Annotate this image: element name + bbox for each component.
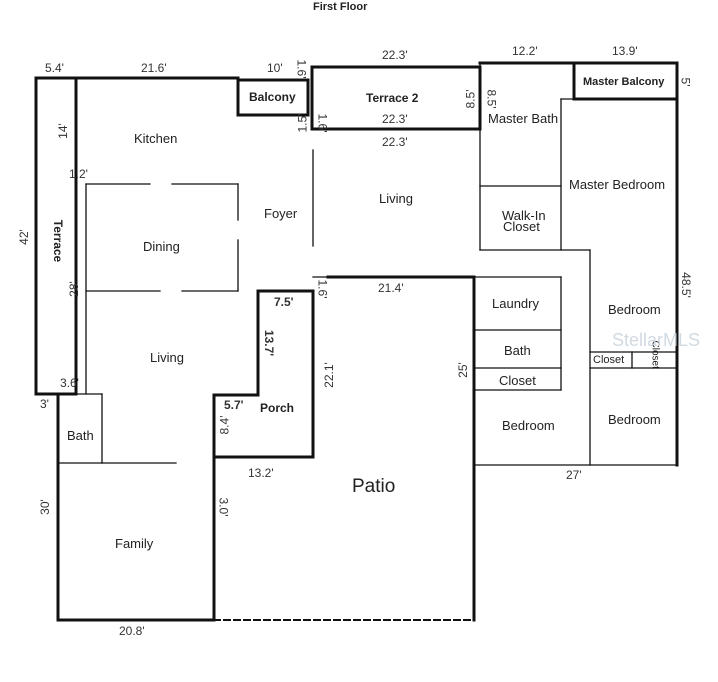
room-master-balcony: Master Balcony [583, 76, 665, 88]
room-closet-small-1: Closet [593, 354, 625, 366]
room-living-right: Living [379, 191, 413, 206]
dim-1-5: 1.5' [295, 113, 310, 133]
room-kitchen: Kitchen [134, 131, 178, 146]
dim-8-4: 8.4' [217, 415, 232, 435]
room-bedroom-bottom: Bedroom [608, 412, 661, 427]
room-bath-left: Bath [67, 428, 94, 443]
dim-22-3-mid: 22.3' [382, 112, 408, 126]
room-laundry: Laundry [492, 296, 539, 311]
dim-22-3-top: 22.3' [382, 48, 408, 62]
dim-8-5a: 8.5' [463, 89, 478, 109]
dim-7-5: 7.5' [274, 295, 294, 309]
watermark: StellarMLS [612, 330, 701, 350]
dim-13-2: 13.2' [248, 466, 274, 480]
dim-21-4: 21.4' [378, 281, 404, 295]
room-master-bath: Master Bath [488, 111, 559, 126]
room-patio: Patio [352, 476, 396, 497]
dim-1-6c: 1.6' [315, 279, 330, 299]
dim-21-6: 21.6' [141, 61, 167, 75]
room-bedroom-left: Bedroom [502, 418, 555, 433]
page-title: First Floor [313, 1, 368, 13]
dim-3: 3' [40, 397, 49, 411]
room-terrace: Terrace [51, 219, 65, 263]
dim-22-1: 22.1' [321, 362, 336, 388]
dim-1-2: 1.2' [69, 167, 88, 181]
dim-27: 27' [566, 468, 582, 482]
room-master-bedroom: Master Bedroom [569, 177, 666, 192]
dim-20-8: 20.8' [119, 624, 145, 638]
room-walkin-closet-line1: Walk-In [502, 208, 546, 223]
dim-10: 10' [267, 61, 283, 75]
dim-8-5b: 8.5' [484, 89, 499, 109]
dim-5-7: 5.7' [224, 398, 244, 412]
room-terrace-2: Terrace 2 [366, 91, 419, 105]
room-closet-right: Closet [499, 373, 536, 388]
dim-5-4: 5.4' [45, 61, 64, 75]
dim-22-3-low: 22.3' [382, 135, 408, 149]
dim-13-7: 13.7' [262, 329, 277, 357]
dim-12-2: 12.2' [512, 44, 538, 58]
room-dining: Dining [143, 239, 180, 254]
room-bedroom-top: Bedroom [608, 302, 661, 317]
room-family: Family [115, 536, 154, 551]
dim-14: 14' [55, 123, 70, 139]
balcony-wall [236, 78, 310, 117]
room-porch: Porch [260, 401, 295, 415]
dim-13-9: 13.9' [612, 44, 638, 58]
dim-42: 42' [16, 229, 31, 245]
dim-1-6a: 1.6' [294, 59, 309, 79]
dim-5: 5' [678, 77, 693, 87]
room-bath-right: Bath [504, 343, 531, 358]
room-walkin-closet-line2: Closet [503, 219, 540, 234]
dim-30-left: 30' [37, 499, 52, 515]
room-balcony: Balcony [249, 90, 296, 104]
dim-3-0: 3.0' [216, 497, 231, 517]
dim-25: 25' [455, 362, 470, 378]
room-living-left: Living [150, 350, 184, 365]
dim-28: 28' [66, 281, 81, 297]
dim-3-6: 3.6' [60, 376, 79, 390]
dim-1-6b: 1.6' [315, 113, 330, 133]
dim-48-5: 48.5' [678, 272, 693, 298]
room-foyer: Foyer [264, 206, 298, 221]
